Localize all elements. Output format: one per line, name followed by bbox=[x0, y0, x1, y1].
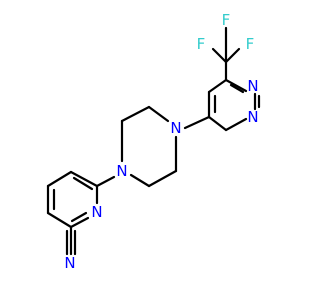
atom-label-n-nitrile: N bbox=[64, 254, 75, 272]
bond-pyridine-2 bbox=[69, 216, 90, 229]
bond-pyrimidine-4 bbox=[207, 115, 228, 132]
atom-label-f-top: F bbox=[222, 11, 231, 29]
bond-pyrimidine-piperazine bbox=[183, 115, 211, 130]
bond-piperazine-1 bbox=[147, 105, 170, 123]
bond-piperazine-2 bbox=[120, 105, 151, 123]
bond-pyridine-3 bbox=[46, 211, 73, 229]
bond-pyrimidine-6 bbox=[207, 78, 228, 94]
bond-pyridine-5 bbox=[46, 170, 73, 188]
atom-label-f-right: F bbox=[246, 35, 255, 53]
bond-cf-left bbox=[211, 47, 228, 64]
atom-label-n-pyrimidine-bottom: N bbox=[247, 108, 258, 126]
atom-label-n-piperazine-right: N bbox=[170, 119, 181, 137]
bond-pyridine-6 bbox=[69, 170, 99, 188]
bond-cf-right bbox=[224, 47, 241, 64]
bond-piperazine-4 bbox=[129, 173, 151, 188]
bond-layer bbox=[46, 26, 261, 256]
bond-pyridine-2-double bbox=[70, 211, 88, 223]
atom-label-n-piperazine-left: N bbox=[116, 162, 127, 180]
atom-label-f-left: F bbox=[197, 35, 206, 53]
molecule-structure: F F F N N N N N N bbox=[46, 11, 261, 272]
atom-label-n-pyridine: N bbox=[91, 203, 102, 221]
bond-pyrimidine-1 bbox=[224, 78, 248, 93]
bond-piperazine-5 bbox=[147, 169, 178, 188]
bond-pyrimidine-3 bbox=[224, 117, 248, 132]
bond-pyridine-6-double bbox=[72, 176, 94, 191]
bond-piperazine-pyridine bbox=[95, 175, 116, 188]
bond-pyrimidine-1-double bbox=[229, 83, 245, 94]
atom-label-n-pyrimidine-top: N bbox=[247, 77, 258, 95]
